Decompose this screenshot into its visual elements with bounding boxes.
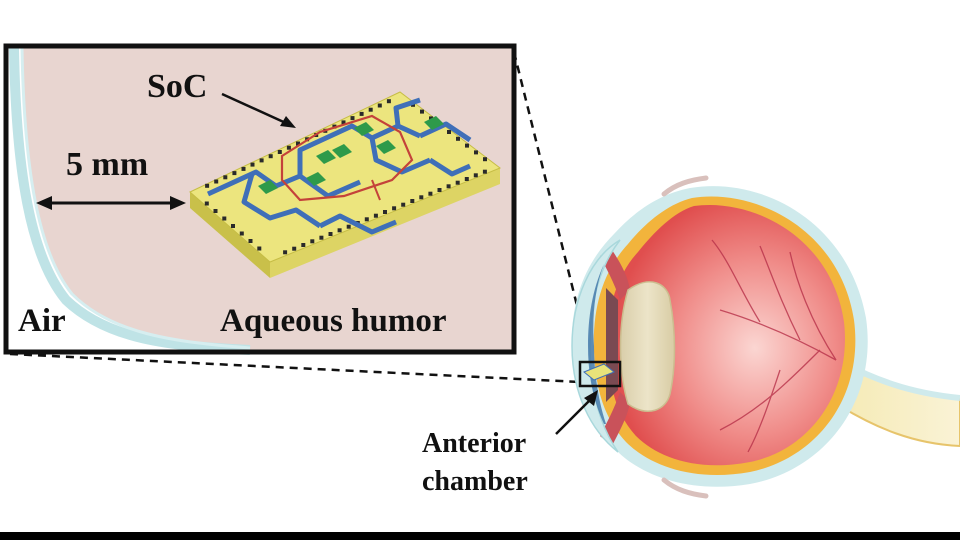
chip-green-pads (258, 116, 444, 194)
chip-pad-dot (383, 210, 387, 214)
chip-pad-dot (465, 143, 469, 148)
chip-pad-dot (204, 201, 209, 206)
chip-pad-dot (283, 250, 288, 255)
implanted-soc (583, 363, 615, 381)
air-label: Air (18, 303, 66, 339)
chip-pad-dot (341, 120, 346, 125)
chip-pad-dot (292, 246, 297, 251)
chip-pad-dot (420, 109, 424, 114)
chip-pad-dot (259, 158, 264, 163)
chip-pad-dot (286, 145, 291, 150)
aqueous-humor-label: Aqueous humor (220, 303, 446, 339)
anterior-label-line1: Anterior (422, 428, 526, 459)
chip-pad-dot (447, 130, 451, 134)
anterior-chamber-fluid (588, 264, 606, 424)
air-region (8, 48, 240, 350)
chip-pad-dot (205, 183, 210, 188)
chip-pad-dot (464, 177, 469, 181)
chip-pad-dot (377, 103, 382, 108)
chip-pad-dot (268, 154, 273, 159)
chip-pad-dot (250, 162, 255, 167)
chip-pad-dot (239, 231, 244, 236)
bottom-rule (0, 532, 960, 540)
chip-pad-dot (241, 166, 246, 171)
chip-pad-dot (257, 246, 262, 251)
chip-pad-dot (346, 224, 351, 229)
chip-pad-dot (437, 188, 442, 192)
chip-pad-dot (483, 157, 487, 162)
chip-pad-dot (359, 111, 364, 116)
chip-pad-dot (386, 99, 391, 104)
retinal-vessels (711, 239, 837, 453)
chip-antenna-ring (280, 114, 414, 202)
chip-side-face (270, 168, 500, 278)
chip-pad-dot (232, 171, 237, 176)
ciliary-body (600, 250, 630, 300)
soc-chip (189, 91, 501, 278)
chip-pad-dot (473, 173, 478, 178)
chip-pad-dot (456, 136, 460, 141)
chip-pad-dot (222, 216, 227, 221)
chip-pad-dot (328, 232, 333, 236)
soc-arrow (221, 92, 296, 128)
distance-label: 5 mm (66, 146, 148, 183)
chip-pad-dot (364, 217, 369, 222)
soc-label: SoC (147, 68, 207, 105)
chip-pad-dot (248, 239, 253, 243)
chip-pad-dot (419, 195, 424, 200)
chip-pad-dot (482, 169, 487, 174)
anterior-label-line2: chamber (422, 466, 528, 497)
chip-pad-dot (410, 199, 415, 203)
chip-ring-lead (371, 179, 381, 201)
chip-pad-dot (310, 239, 315, 244)
chip-pad-dot (474, 150, 478, 155)
chip-pad-dot (301, 243, 306, 247)
chip-pad-dot (373, 213, 378, 218)
cornea-inner-edge (20, 47, 251, 350)
chip-pad-dot (446, 184, 451, 189)
chip-pad-dot (277, 150, 282, 154)
chip-pad-dot (214, 179, 219, 184)
chip-pad-dot (213, 209, 218, 213)
chip-pad-dot (401, 202, 406, 207)
chip-front-face (190, 192, 270, 278)
eyelid-upper (661, 175, 709, 197)
cornea-boundary (9, 47, 251, 355)
eyelid-lower (661, 477, 709, 499)
zoom-box (578, 360, 622, 388)
chip-pad-dot (296, 141, 300, 146)
chip-pad-dot (428, 191, 433, 196)
chip-pad-dot (392, 206, 397, 211)
eye-illustration (571, 175, 960, 499)
chip-pad-dot (350, 116, 355, 121)
chip-edge-pads (204, 99, 487, 255)
distance-arrow (36, 196, 186, 210)
chip-pad-dot (337, 228, 342, 233)
chip-pad-dot (455, 180, 460, 185)
chip-pad-dot (368, 107, 373, 112)
anterior-chamber-arrow (555, 390, 598, 435)
lens (619, 281, 676, 412)
chip-pad-dot (231, 224, 235, 228)
chip-pad-dot (429, 116, 433, 121)
chip-pad-dot (319, 235, 324, 240)
inset-border (3, 43, 517, 355)
chip-pad-dot (223, 175, 228, 180)
